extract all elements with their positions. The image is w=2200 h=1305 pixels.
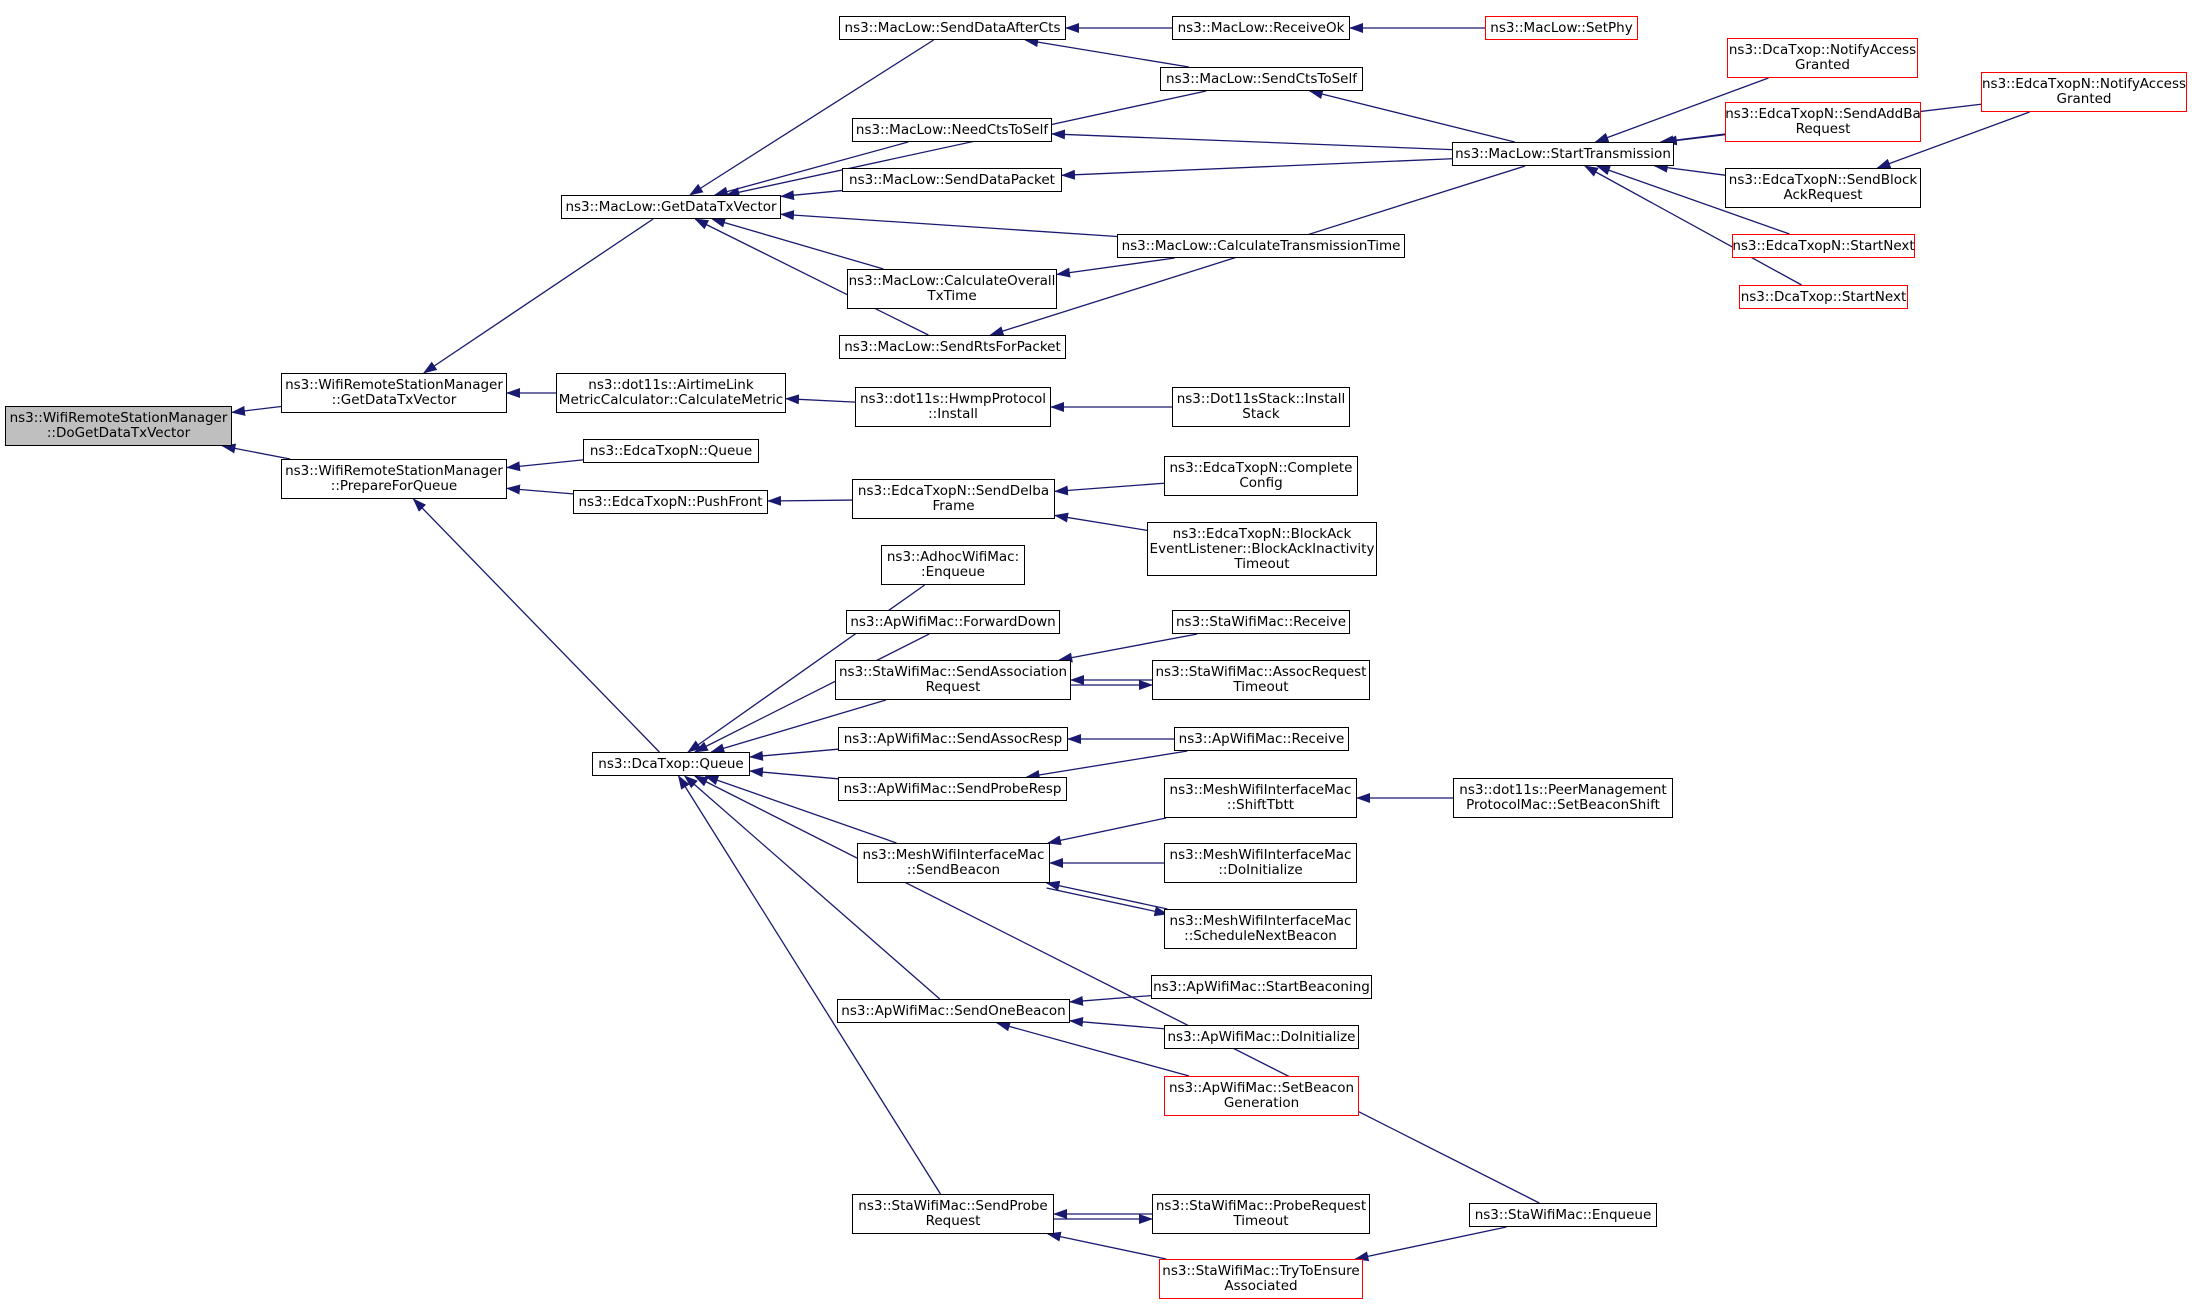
call-edge-ap_forwarddown-to-dcatxop_queue [693, 633, 930, 753]
node-edcatxopn-startnext[interactable]: ns3::EdcaTxopN::StartNext [1732, 234, 1915, 258]
call-edge-sta_receive-to-sta_sendassocreq [1058, 633, 1198, 663]
call-edge-wrsm_getdatatxvector-to-root [231, 405, 282, 416]
node-wrsm-prepareforqueue[interactable]: ns3::WifiRemoteStationManager::PrepareFo… [281, 459, 507, 499]
call-edge-senddelbaframe-to-edca_pushfront [767, 495, 853, 506]
call-edge-dca_notifyaccess-to-starttransmission [1594, 77, 1769, 143]
call-edge-ap_doinitialize-to-ap_sendonebeacon [1069, 1016, 1165, 1030]
node-hwmpprotocol-install[interactable]: ns3::dot11s::HwmpProtocol::Install [855, 387, 1051, 427]
call-edge-sta_sendprobereq-to-dcatxop_queue [677, 775, 942, 1195]
node-maclow-setphy[interactable]: ns3::MacLow::SetPhy [1485, 16, 1638, 40]
node-meshwifiinterfacemac-sendbeacon[interactable]: ns3::MeshWifiInterfaceMac::SendBeacon [857, 843, 1050, 883]
call-edge-ap_sendonebeacon-to-dcatxop_queue [683, 775, 941, 1000]
call-edge-edca_pushfront-to-wrsm_prepareforqueue [506, 484, 574, 495]
call-edge-edca_notifyaccess-to-edca_sendblockack [1876, 111, 2030, 169]
call-edge-starttransmission-to-senddatapacket [1061, 158, 1453, 180]
call-edge-sta_enqueue-to-dcatxop_queue [693, 775, 1540, 1204]
call-edge-sendctstoself-to-maclow_getdatatxvector [725, 90, 1207, 198]
call-edge-dca_startnext-to-starttransmission [1583, 165, 1802, 286]
node-edcatxopn-queue[interactable]: ns3::EdcaTxopN::Queue [583, 439, 759, 463]
call-edge-maclow_getdatatxvector-to-wrsm_getdatatxvector [422, 218, 654, 374]
call-edge-mesh_sendbeacon-to-dcatxop_queue [704, 775, 897, 844]
call-edge-starttransmission-to-needctstoself [1051, 129, 1453, 151]
call-edge-ap_sendproberesp-to-dcatxop_queue [749, 767, 839, 780]
call-edge-sendctstoself-to-senddataaftercts [1024, 37, 1189, 68]
call-edge-senddataaftercts-to-maclow_getdatatxvector [689, 39, 934, 196]
node-apwifimac-sendassocresp[interactable]: ns3::ApWifiMac::SendAssocResp [838, 727, 1068, 751]
node-maclow-senddataaftercts[interactable]: ns3::MacLow::SendDataAfterCts [839, 16, 1066, 40]
call-edge-edca_queue-to-wrsm_prepareforqueue [506, 459, 584, 472]
node-maclow-senddatapacket[interactable]: ns3::MacLow::SendDataPacket [842, 168, 1062, 192]
call-edge-mesh_schedulenextbeacon-to-mesh_sendbeacon [1045, 880, 1168, 910]
call-edge-needctstoself-to-maclow_getdatatxvector [713, 141, 909, 197]
call-edge-senddatapacket-to-maclow_getdatatxvector [780, 189, 843, 201]
node-wrsm-dogetdatatxvector[interactable]: ns3::WifiRemoteStationManager::DoGetData… [5, 406, 232, 446]
node-dcatxop-startnext[interactable]: ns3::DcaTxop::StartNext [1739, 285, 1908, 309]
call-edge-edca_sendblockack-to-starttransmission [1653, 162, 1726, 176]
node-edcatxopn-pushfront[interactable]: ns3::EdcaTxopN::PushFront [573, 490, 768, 514]
call-edge-blockack_timeout-to-senddelbaframe [1054, 512, 1148, 532]
call-edge-calctranstime-to-maclow_getdatatxvector [780, 210, 1118, 238]
call-edge-sta_sendassocreq-to-dcatxop_queue [710, 699, 887, 754]
call-edge-calctranstime-to-calcoveralltxtime [1056, 257, 1175, 278]
node-meshwifiinterfacemac-shifttbtt[interactable]: ns3::MeshWifiInterfaceMac::ShiftTbtt [1164, 778, 1357, 818]
node-maclow-calculatetransmissiontime[interactable]: ns3::MacLow::CalculateTransmissionTime [1117, 234, 1405, 258]
node-stawifimac-receive[interactable]: ns3::StaWifiMac::Receive [1172, 610, 1350, 634]
call-edge-dcatxop_queue-to-wrsm_prepareforqueue [412, 498, 660, 753]
node-wrsm-getdatatxvector[interactable]: ns3::WifiRemoteStationManager::GetDataTx… [281, 373, 507, 413]
call-edge-hwmp_install-to-airtime_calc [785, 394, 856, 405]
node-adhocwifimac-enqueue[interactable]: ns3::AdhocWifiMac::Enqueue [881, 545, 1025, 585]
call-edge-wrsm_prepareforqueue-to-root [221, 443, 291, 460]
call-edge-ap_startbeaconing-to-ap_sendonebeacon [1069, 994, 1152, 1006]
node-meshwifiinterfacemac-doinitialize[interactable]: ns3::MeshWifiInterfaceMac::DoInitialize [1164, 843, 1357, 883]
node-maclow-sendctstoself[interactable]: ns3::MacLow::SendCtsToSelf [1160, 67, 1363, 91]
call-edge-ap_setbeacongen-to-ap_sendonebeacon [996, 1021, 1190, 1077]
call-edge-starttransmission-to-sendctstoself [1308, 89, 1515, 143]
node-maclow-starttransmission[interactable]: ns3::MacLow::StartTransmission [1452, 142, 1674, 166]
node-apwifimac-startbeaconing[interactable]: ns3::ApWifiMac::StartBeaconing [1151, 975, 1372, 999]
node-meshwifiinterfacemac-schedulenextbeacon[interactable]: ns3::MeshWifiInterfaceMac::ScheduleNextB… [1164, 909, 1357, 949]
call-edge-ap_sendassocresp-to-dcatxop_queue [749, 748, 839, 761]
call-edge-edca_startnext-to-starttransmission [1596, 165, 1790, 235]
node-stawifimac-enqueue[interactable]: ns3::StaWifiMac::Enqueue [1469, 1203, 1657, 1227]
call-edge-ap_receive-to-ap_sendproberesp [1025, 750, 1188, 780]
node-apwifimac-doinitialize[interactable]: ns3::ApWifiMac::DoInitialize [1164, 1025, 1359, 1049]
node-maclow-sendrtsforpacket[interactable]: ns3::MacLow::SendRtsForPacket [839, 335, 1066, 359]
call-edge-mesh_sendbeacon-to-mesh_schedulenextbeacon [1046, 887, 1169, 917]
node-apwifimac-sendproberesp[interactable]: ns3::ApWifiMac::SendProbeResp [838, 777, 1067, 801]
node-apwifimac-forwarddown[interactable]: ns3::ApWifiMac::ForwardDown [846, 610, 1060, 634]
node-dcatxop-queue[interactable]: ns3::DcaTxop::Queue [592, 752, 750, 776]
node-maclow-needctstoself[interactable]: ns3::MacLow::NeedCtsToSelf [852, 118, 1052, 142]
node-apwifimac-receive[interactable]: ns3::ApWifiMac::Receive [1174, 727, 1349, 751]
node-apwifimac-sendonebeacon[interactable]: ns3::ApWifiMac::SendOneBeacon [837, 999, 1070, 1023]
call-edge-sendrtsforpacket-to-maclow_getdatatxvector [694, 218, 929, 336]
call-edge-mesh_shifttbtt-to-mesh_sendbeacon [1046, 817, 1167, 846]
node-maclow-receiveok[interactable]: ns3::MacLow::ReceiveOk [1172, 16, 1350, 40]
call-edge-completeconfig-to-senddelbaframe [1054, 482, 1165, 496]
node-maclow-getdatatxvector[interactable]: ns3::MacLow::GetDataTxVector [561, 195, 781, 219]
call-edge-sta_trytoensure-to-sta_sendprobereq [1046, 1231, 1167, 1260]
call-edge-calcoveralltxtime-to-maclow_getdatatxvector [711, 217, 884, 270]
call-edge-sta_enqueue-to-sta_trytoensure [1354, 1226, 1507, 1262]
